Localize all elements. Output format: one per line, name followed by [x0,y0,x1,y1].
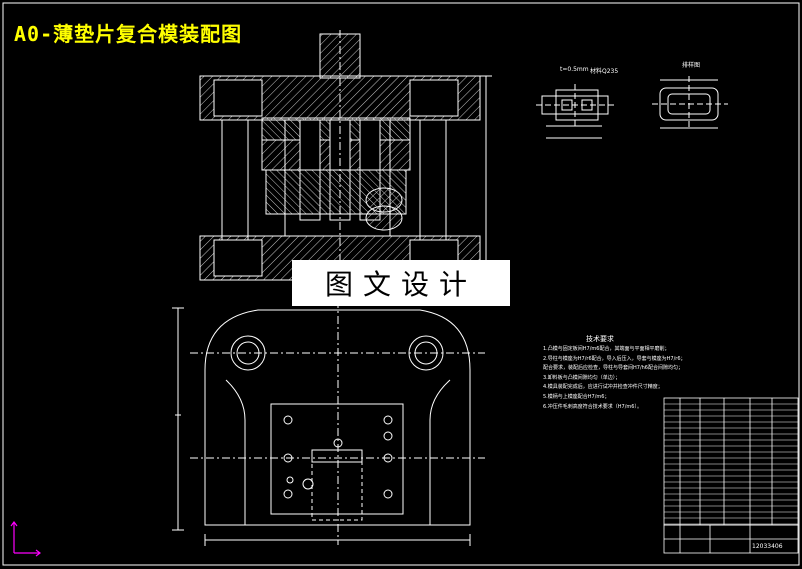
tech-note: 3.卸料板与凸模间隙均匀（单边）； [543,374,621,381]
inner-contour [225,379,451,525]
strip-guide [311,449,363,463]
part-view [536,84,615,139]
side-view [652,76,728,130]
side-view-label: 排样图 [682,62,701,69]
die-insert [270,403,404,515]
parts-list-rows [664,403,798,525]
guide-post-right [419,119,447,241]
lower-plate-outline [204,309,471,526]
technical-requirements-list: 1.凸模与固定板间H7/m6配合，其端面与平面相平磨削； 2.导柱与模座为H7/… [543,345,733,412]
ucs-axis-icon [10,521,41,557]
tech-note: 5.模柄与上模座配合H7/m6； [543,393,610,400]
part-material-label: 材料Q235 [590,68,619,75]
technical-requirements-title: 技术要求 [586,335,614,343]
parts-list-table [663,397,799,526]
tech-note: 4.模具装配完成后，应进行试冲并检查冲件尺寸精度； [543,384,663,391]
tech-note: 6.冲压件毛刺高度符合技术要求（H7/m6）。 [543,403,642,410]
upper-guide-right [409,79,459,117]
tech-note: 1.凸模与固定板间H7/m6配合，其端面与平面相平磨削； [543,346,670,352]
watermark-label: 图文设计 [292,260,510,306]
tech-note: 2.导柱与模座为H7/r6配合，导入后压入，导套与模座为H7/r6； [543,355,686,362]
lower-guide-left [213,239,263,277]
drawing-number: 12033406 [752,543,783,550]
front-section-view [199,30,492,300]
upper-guide-left [213,79,263,117]
plan-view [172,300,485,546]
die-shank [319,33,361,79]
part-thickness-label: t=0.5mm [560,66,589,73]
tech-note: 配合要求，装配后应检查，导柱与导套间H7/h6配合间隙均匀； [543,365,683,372]
lower-die-block [265,169,407,215]
guide-post-left [221,119,249,241]
drawing-title: A0-薄垫片复合模装配图 [14,22,243,46]
title-block [663,524,799,554]
